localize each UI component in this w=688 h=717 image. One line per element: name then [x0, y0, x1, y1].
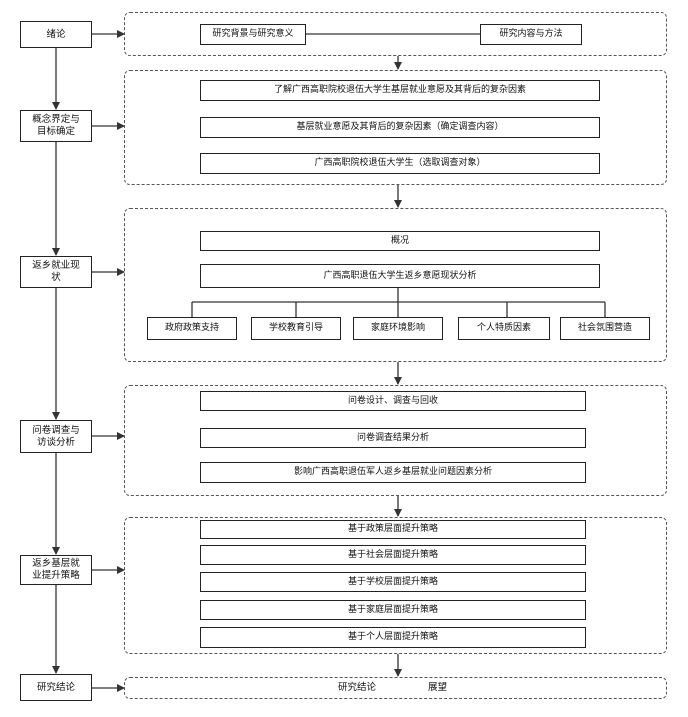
factor-family-environment: 家庭环境影响: [353, 317, 443, 340]
box-questionnaire-design: 问卷设计、调查与回收: [200, 391, 586, 411]
box-results-analysis: 问卷调查结果分析: [200, 428, 586, 448]
strategy-society: 基于社会层面提升策略: [200, 545, 586, 565]
step-introduction: 绪论: [20, 21, 92, 48]
section6-group: [124, 677, 667, 699]
step-conclusion: 研究结论: [20, 674, 92, 701]
box-background: 研究背景与研究意义: [200, 24, 306, 45]
strategy-individual: 基于个人层面提升策略: [200, 627, 586, 648]
outlook-text: 展望: [428, 682, 448, 693]
factor-school-education: 学校教育引导: [251, 317, 341, 340]
step-strategies: 返乡基层就 业提升策略: [20, 555, 92, 585]
step-current-status: 返乡就业现 状: [20, 256, 92, 288]
section4-group: [124, 385, 667, 496]
box-overview: 概况: [200, 231, 600, 251]
box-factor-analysis: 影响广西高职退伍军人返乡基层就业问题因素分析: [200, 462, 586, 483]
section1-group: [124, 12, 667, 56]
box-survey-subjects: 广西高职院校退伍大学生（选取调查对象）: [200, 153, 600, 174]
strategy-policy: 基于政策层面提升策略: [200, 520, 586, 539]
factor-social-atmosphere: 社会氛围营造: [560, 317, 650, 340]
box-understand-factors: 了解广西高职院校退伍大学生基层就业意愿及其背后的复杂因素: [200, 80, 600, 101]
factor-personal-traits: 个人特质因素: [458, 317, 550, 340]
strategy-school: 基于学校层面提升策略: [200, 572, 586, 592]
section3-group: [124, 208, 667, 362]
factor-government-policy: 政府政策支持: [147, 317, 237, 340]
step-survey-analysis: 问卷调查与 访谈分析: [20, 420, 92, 453]
box-survey-content: 基层就业意愿及其背后的复杂因素（确定调查内容）: [200, 117, 600, 138]
section5-group: [124, 517, 667, 654]
box-willingness-analysis: 广西高职退伍大学生返乡意愿现状分析: [200, 264, 600, 288]
step-concepts: 概念界定与 目标确定: [20, 110, 92, 142]
section2-group: [124, 70, 667, 185]
conclusion-text: 研究结论: [338, 682, 377, 693]
strategy-family: 基于家庭层面提升策略: [200, 600, 586, 620]
box-content-method: 研究内容与方法: [480, 24, 582, 45]
